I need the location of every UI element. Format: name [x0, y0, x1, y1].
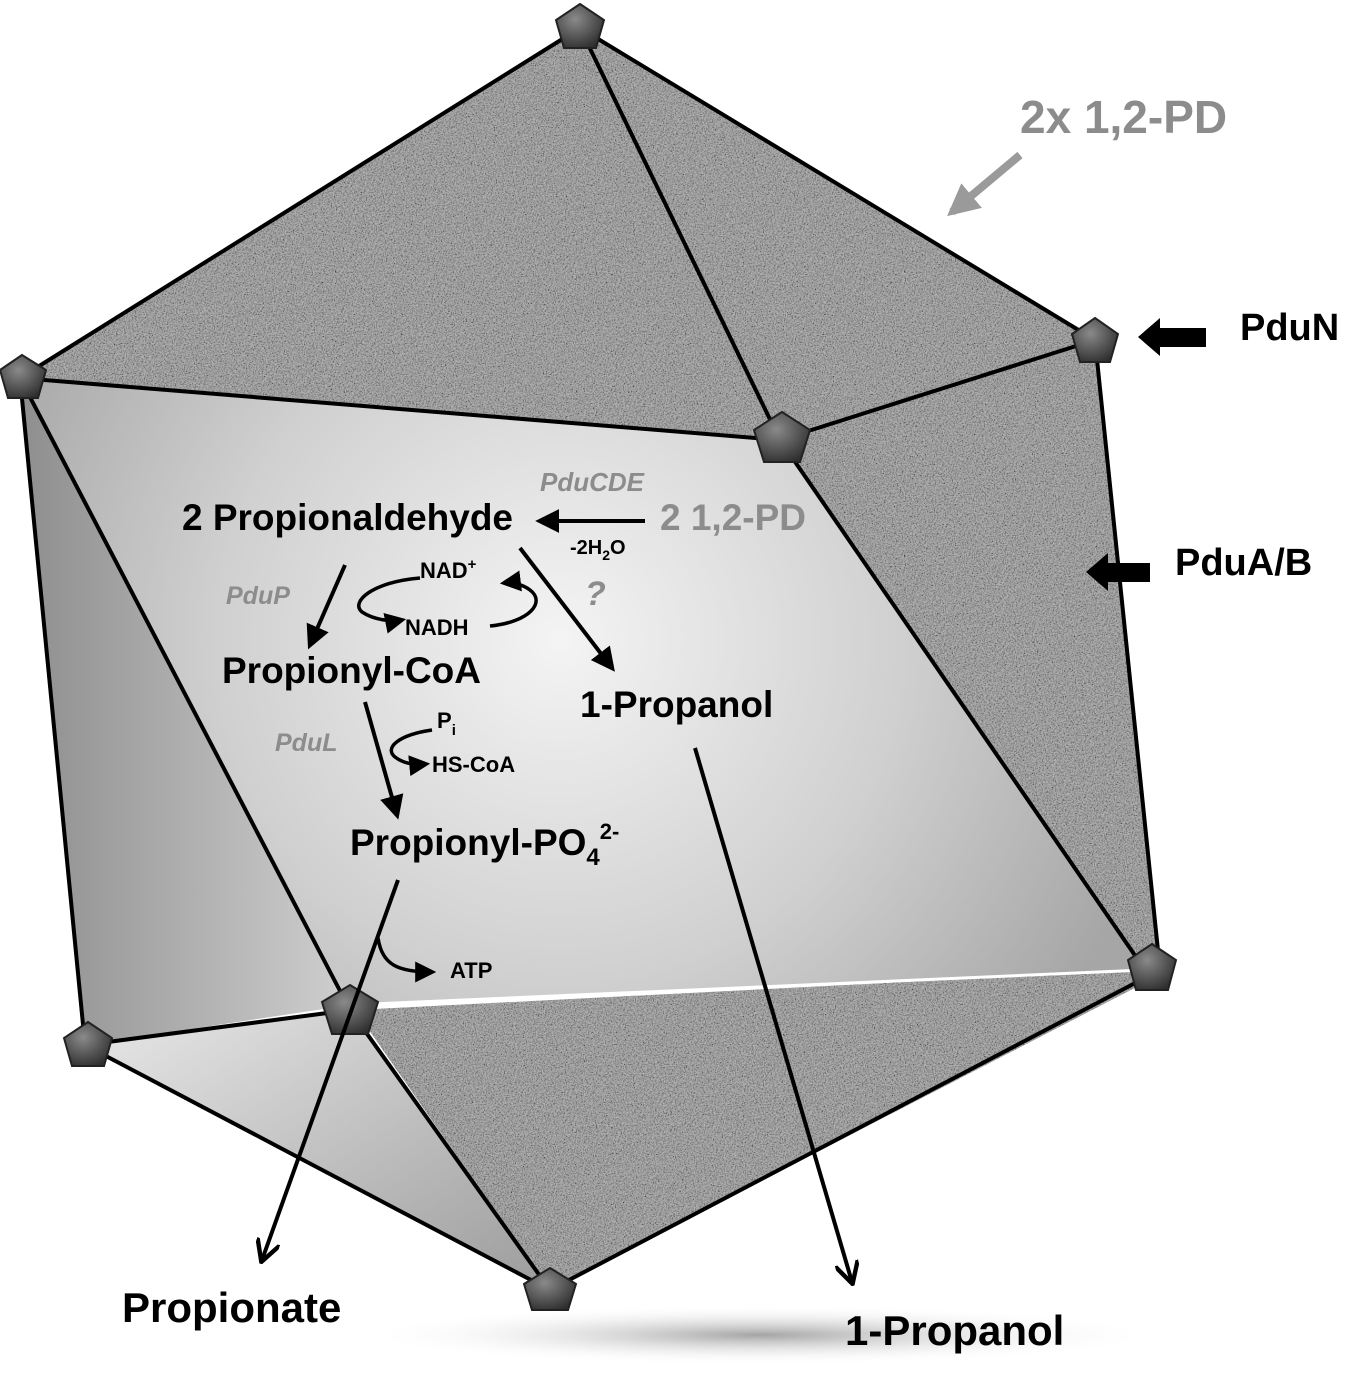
shell-facet-label: PduA/B [1175, 542, 1312, 584]
arrow-icon [693, 747, 852, 1282]
inner-facet [20, 378, 1145, 1005]
nadh-label: NADH [405, 615, 469, 640]
arrow-icon [518, 546, 615, 672]
ground-shadow [360, 1305, 1160, 1365]
substrate-inside-label: 2 1,2-PD [660, 497, 806, 538]
shell-vertex-label: PduN [1240, 307, 1339, 349]
enzyme-pducde-label: PduCDE [540, 467, 645, 497]
propionyl-coa-label: Propionyl-CoA [222, 650, 481, 691]
enzyme-pdup-label: PduP [226, 582, 290, 610]
arrow-icon [1086, 318, 1206, 591]
arrow-icon [306, 564, 347, 650]
hs-coa-label: HS-CoA [432, 752, 515, 777]
arrow-icon [947, 151, 1023, 217]
atp-label: ATP [450, 958, 492, 983]
shell-edges [18, 26, 1162, 1292]
arrow-icon [376, 937, 437, 983]
enzyme-pdul-label: PduL [275, 729, 338, 757]
substrate-outside-label: 2x 1,2-PD [1020, 91, 1227, 143]
bottom-left-facet [85, 1010, 550, 1290]
left-facet [20, 378, 350, 1045]
unknown-enzyme-label: ? [585, 575, 606, 613]
propionate-label: Propionate [122, 1284, 341, 1331]
arrow-icon [489, 570, 538, 628]
nad-label: NAD+ [420, 556, 477, 583]
propanol-outside-label: 1-Propanol [845, 1307, 1064, 1354]
water-loss-label: -2H2O [570, 537, 626, 563]
front-edge [349, 968, 1146, 1007]
pathway-arrows [262, 509, 852, 1282]
arrow-icon [262, 879, 400, 1260]
propionaldehyde-label: 2 Propionaldehyde [182, 497, 513, 538]
propanol-inside-label: 1-Propanol [580, 684, 773, 725]
pi-label: Pi [437, 708, 456, 739]
arrow-icon [389, 728, 433, 777]
outer-shell-facets [20, 28, 1160, 1290]
arrow-icon [363, 701, 404, 820]
propionyl-po4-label: Propionyl-PO42- [350, 819, 619, 871]
arrow-icon [357, 576, 421, 634]
